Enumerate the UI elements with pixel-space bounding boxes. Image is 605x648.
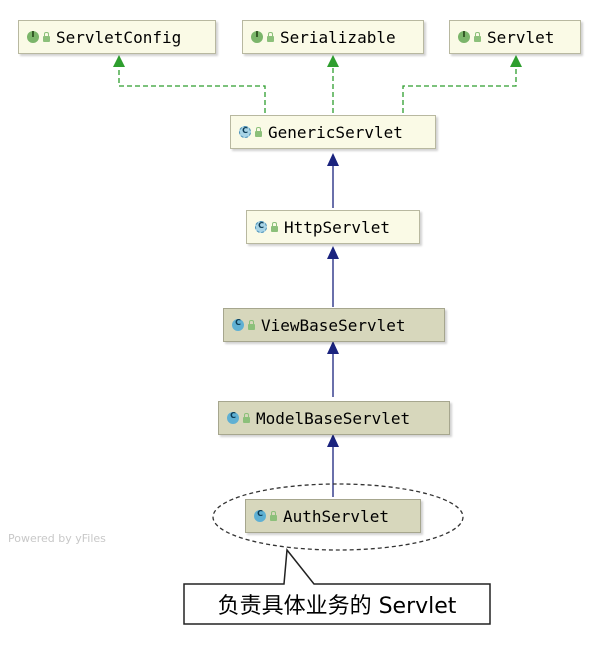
node-label: GenericServlet xyxy=(268,122,403,142)
lock-icon xyxy=(270,511,277,521)
class-icon xyxy=(232,318,244,331)
abstract-class-icon xyxy=(239,126,251,138)
arrowhead-httpservlet xyxy=(327,246,339,259)
yfiles-watermark: Powered by yFiles xyxy=(8,532,106,545)
node-authservlet[interactable]: AuthServlet xyxy=(245,499,421,533)
node-label: ModelBaseServlet xyxy=(256,408,411,428)
node-label: Servlet xyxy=(487,27,555,47)
arrowhead-servlet xyxy=(510,55,522,67)
lock-icon xyxy=(243,413,250,423)
lock-icon xyxy=(267,32,274,42)
interface-icon xyxy=(27,30,39,43)
node-servlet[interactable]: Servlet xyxy=(449,20,581,54)
callout-box xyxy=(183,548,491,625)
highlight-ellipse xyxy=(212,483,464,551)
arrowhead-viewbaseservlet xyxy=(327,341,339,354)
interface-icon xyxy=(251,30,263,43)
node-modelbaseservlet[interactable]: ModelBaseServlet xyxy=(218,401,450,435)
implements-edges xyxy=(118,66,517,113)
lock-icon xyxy=(474,32,481,42)
node-serializable[interactable]: Serializable xyxy=(242,20,424,54)
lock-icon xyxy=(271,222,278,232)
lock-icon xyxy=(255,127,262,137)
node-servletconfig[interactable]: ServletConfig xyxy=(18,20,216,54)
callout-label: 负责具体业务的 Servlet xyxy=(217,594,457,619)
edge-genericservlet-servletconfig xyxy=(118,66,266,113)
arrowhead-genericservlet xyxy=(327,153,339,166)
arrowhead-serializable xyxy=(327,55,339,67)
implements-arrowheads xyxy=(113,55,522,67)
node-genericservlet[interactable]: GenericServlet xyxy=(230,115,436,149)
node-label: ViewBaseServlet xyxy=(261,315,406,335)
lock-icon xyxy=(248,320,255,330)
arrowhead-modelbaseservlet xyxy=(327,434,339,447)
node-label: HttpServlet xyxy=(284,217,390,237)
edge-genericservlet-servlet xyxy=(402,66,517,113)
node-httpservlet[interactable]: HttpServlet xyxy=(246,210,420,244)
class-icon xyxy=(227,411,239,424)
class-icon xyxy=(254,509,266,522)
interface-icon xyxy=(458,30,470,43)
node-label: AuthServlet xyxy=(283,506,389,526)
abstract-class-icon xyxy=(255,221,267,233)
arrowhead-servletconfig xyxy=(113,55,125,67)
node-label: ServletConfig xyxy=(56,27,182,47)
extends-arrowheads xyxy=(327,153,339,447)
node-viewbaseservlet[interactable]: ViewBaseServlet xyxy=(223,308,445,342)
node-label: Serializable xyxy=(280,27,396,47)
lock-icon xyxy=(43,32,50,42)
